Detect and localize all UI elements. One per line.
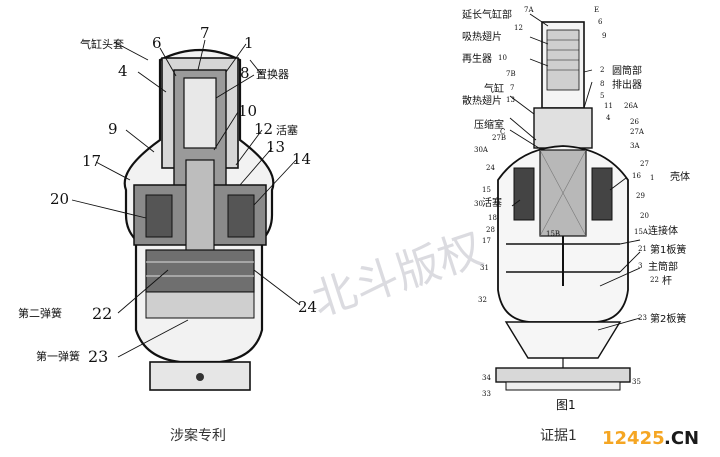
rnum-15: 15 [482, 186, 491, 194]
label-piston: 活塞 [276, 123, 298, 137]
num-17: 17 [82, 152, 101, 170]
num-22: 22 [92, 304, 112, 323]
label-extended-cylinder: 延长气缸部 [462, 8, 512, 21]
label-compression-chamber: 压缩室 [474, 118, 504, 131]
right-cylinder-part [533, 107, 593, 149]
rnum-10: 10 [498, 54, 507, 62]
rnum-15A: 15A [634, 228, 649, 236]
rnum-28: 28 [486, 226, 495, 234]
label-second-leaf-spring: 第2板簧 [650, 312, 686, 325]
label-suction-fin: 吸热翅片 [462, 30, 502, 43]
brand-suffix: .CN [664, 428, 699, 449]
left-caption: 涉案专利 [170, 427, 226, 444]
rnum-27: 27 [640, 160, 649, 168]
right-magnet-left [513, 167, 535, 221]
rnum-5: 5 [600, 92, 604, 100]
rnum-9: 9 [602, 32, 606, 40]
rnum-26A: 26A [624, 102, 639, 110]
left-patent-drawing: 气缸头套 置换器 活塞 第二弹簧 第一弹簧 7 6 1 4 8 10 9 12 … [18, 24, 317, 444]
rnum-15B: 15B [546, 230, 560, 238]
rnum-2: 2 [600, 66, 604, 74]
label-second-spring: 第二弹簧 [18, 306, 62, 320]
rnum-6: 6 [598, 18, 603, 26]
num-8: 8 [240, 64, 250, 82]
num-1: 1 [244, 34, 254, 52]
rnum-11: 11 [604, 102, 613, 110]
rnum-21: 21 [638, 245, 647, 253]
right-caption: 证据1 [540, 428, 577, 444]
rnum-7A: 7A [524, 6, 534, 14]
num-24: 24 [298, 298, 317, 316]
rnum-3A: 3A [630, 142, 640, 150]
num-14: 14 [292, 150, 311, 168]
label-connector: 连接体 [648, 224, 678, 237]
brand-digits: 12425 [602, 428, 665, 449]
label-piston-right: 活塞 [482, 196, 502, 209]
rnum-3: 3 [638, 262, 642, 270]
label-displacer: 置换器 [256, 67, 289, 81]
left-magnet-left [145, 194, 173, 238]
rnum-27A: 27A [630, 128, 645, 136]
label-figure-title: 图1 [556, 398, 576, 412]
rnum-24: 24 [486, 164, 495, 172]
rnum-20: 20 [640, 212, 649, 220]
rnum-33: 33 [482, 390, 491, 398]
rnum-26: 26 [630, 118, 639, 126]
watermark-text: 北斗版权 [306, 224, 489, 327]
num-23: 23 [88, 347, 108, 366]
left-lower-spring [145, 291, 255, 319]
rnum-32: 32 [478, 296, 487, 304]
label-rod: 杆 [662, 275, 672, 287]
rnum-34: 34 [482, 374, 491, 382]
rnum-7B: 7B [506, 70, 516, 78]
rnum-12: 12 [514, 24, 523, 32]
left-magnet-right [227, 194, 255, 238]
right-magnet-right [591, 167, 613, 221]
label-discharger: 排出器 [612, 78, 642, 91]
left-displacer-core [183, 77, 217, 149]
rnum-23: 23 [638, 314, 647, 322]
rnum-18: 18 [488, 214, 497, 222]
num-4: 4 [118, 62, 128, 80]
rnum-7: 7 [510, 84, 514, 92]
num-7: 7 [200, 24, 210, 42]
num-12: 12 [254, 120, 273, 138]
label-cylinder-head-sleeve: 气缸头套 [80, 37, 124, 51]
rnum-13: 13 [506, 96, 515, 104]
num-6: 6 [152, 34, 162, 52]
right-lower-funnel [504, 321, 622, 359]
rnum-30A: 30A [474, 146, 489, 154]
label-main-cylinder: 主筒部 [648, 260, 678, 273]
num-9: 9 [108, 120, 118, 138]
rnum-22: 22 [650, 276, 659, 284]
label-cylinder-part: 圆筒部 [612, 64, 642, 77]
label-cylinder: 气缸 [484, 82, 504, 95]
label-first-spring: 第一弹簧 [36, 349, 80, 363]
rnum-35: 35 [632, 378, 641, 386]
rnum-27B: 27B [492, 134, 506, 142]
left-spring-stack [145, 249, 255, 293]
num-20: 20 [50, 190, 69, 208]
rnum-16: 16 [632, 172, 641, 180]
num-13: 13 [266, 138, 285, 156]
rnum-31: 31 [480, 264, 489, 272]
rnum-17: 17 [482, 237, 491, 245]
right-evidence-drawing: 延长气缸部 吸热翅片 再生器 圆筒部 排出器 气缸 散热翅片 压缩室 壳体 活塞… [462, 6, 690, 444]
rnum-29: 29 [636, 192, 645, 200]
label-housing: 壳体 [670, 170, 690, 183]
rnum-1: 1 [650, 174, 654, 182]
rnum-8: 8 [600, 80, 604, 88]
rnum-4: 4 [606, 114, 611, 122]
rnum-C: C [500, 128, 505, 136]
right-base-plate [495, 367, 631, 383]
rnum-30: 30 [474, 200, 483, 208]
brand-logo: 12425 .CN [602, 428, 699, 449]
label-regenerator: 再生器 [462, 52, 492, 65]
num-10: 10 [238, 102, 257, 120]
rnum-E: E [594, 6, 599, 14]
label-first-leaf-spring: 第1板簧 [650, 243, 686, 256]
label-radiating-fin: 散热翅片 [462, 94, 502, 107]
